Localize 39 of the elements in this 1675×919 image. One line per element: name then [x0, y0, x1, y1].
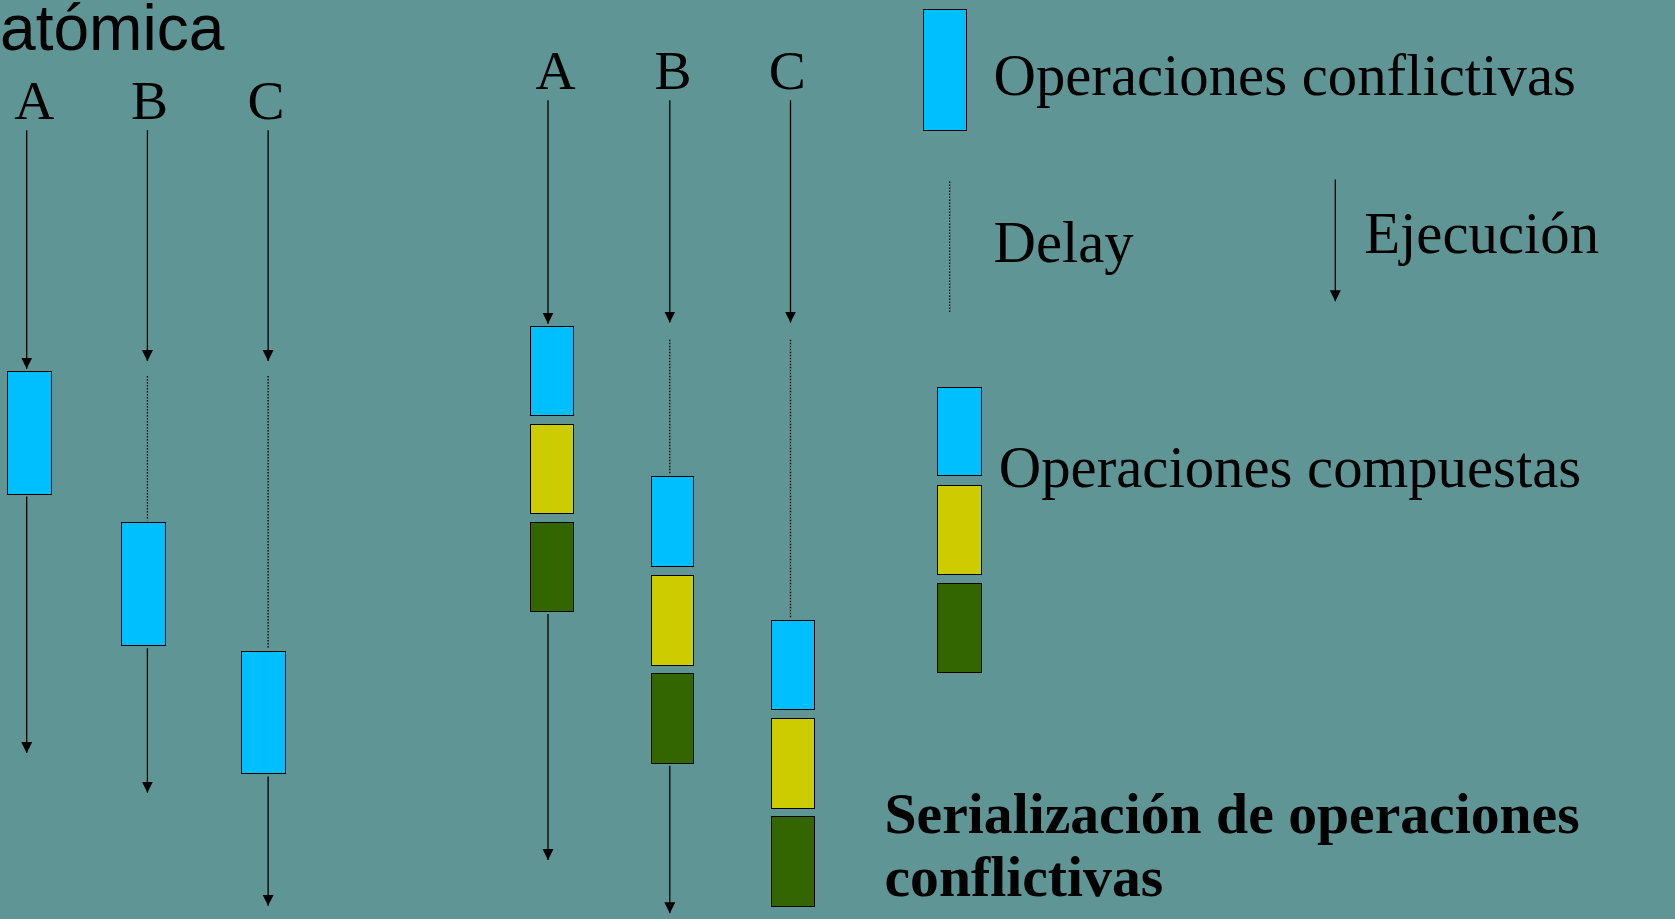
- column-label: A: [535, 42, 576, 99]
- legend-label: Operaciones conflictivas: [993, 47, 1576, 106]
- legend-label: Operaciones compuestas: [998, 439, 1582, 498]
- arrow: [141, 647, 153, 794]
- operation-block: [650, 574, 695, 666]
- delay-line: [267, 375, 269, 650]
- operation-block: [529, 325, 574, 416]
- arrow: [664, 99, 676, 324]
- operation-block: [771, 619, 816, 711]
- arrow: [21, 495, 33, 754]
- delay-line: [669, 339, 671, 476]
- column-label: A: [14, 72, 55, 129]
- operation-block: [771, 816, 816, 907]
- title: atómica: [0, 0, 225, 60]
- operation-block: [650, 476, 695, 568]
- arrow: [542, 99, 554, 325]
- operation-block: [241, 650, 287, 775]
- operation-block: [771, 717, 816, 809]
- arrow: [542, 613, 554, 861]
- arrow: [664, 765, 676, 914]
- arrow: [262, 775, 274, 907]
- operation-block: [120, 522, 166, 647]
- column-label: C: [247, 72, 285, 129]
- operation-block: [7, 370, 53, 495]
- operation-block: [529, 424, 574, 514]
- operation-block: [650, 673, 695, 764]
- legend-label: Ejecución: [1364, 205, 1600, 264]
- column-label: B: [654, 42, 692, 99]
- column-label: C: [768, 42, 806, 99]
- column-label: B: [131, 72, 169, 129]
- legend-label: Delay: [993, 213, 1134, 273]
- delay-line: [146, 375, 149, 521]
- arrow: [785, 99, 796, 324]
- delay-line: [789, 339, 792, 619]
- operation-block: [529, 522, 574, 613]
- arrow: [262, 129, 274, 362]
- arrow: [141, 129, 153, 362]
- arrow: [21, 129, 33, 370]
- caption: Serialización de operaciones conflictivas: [884, 781, 1581, 909]
